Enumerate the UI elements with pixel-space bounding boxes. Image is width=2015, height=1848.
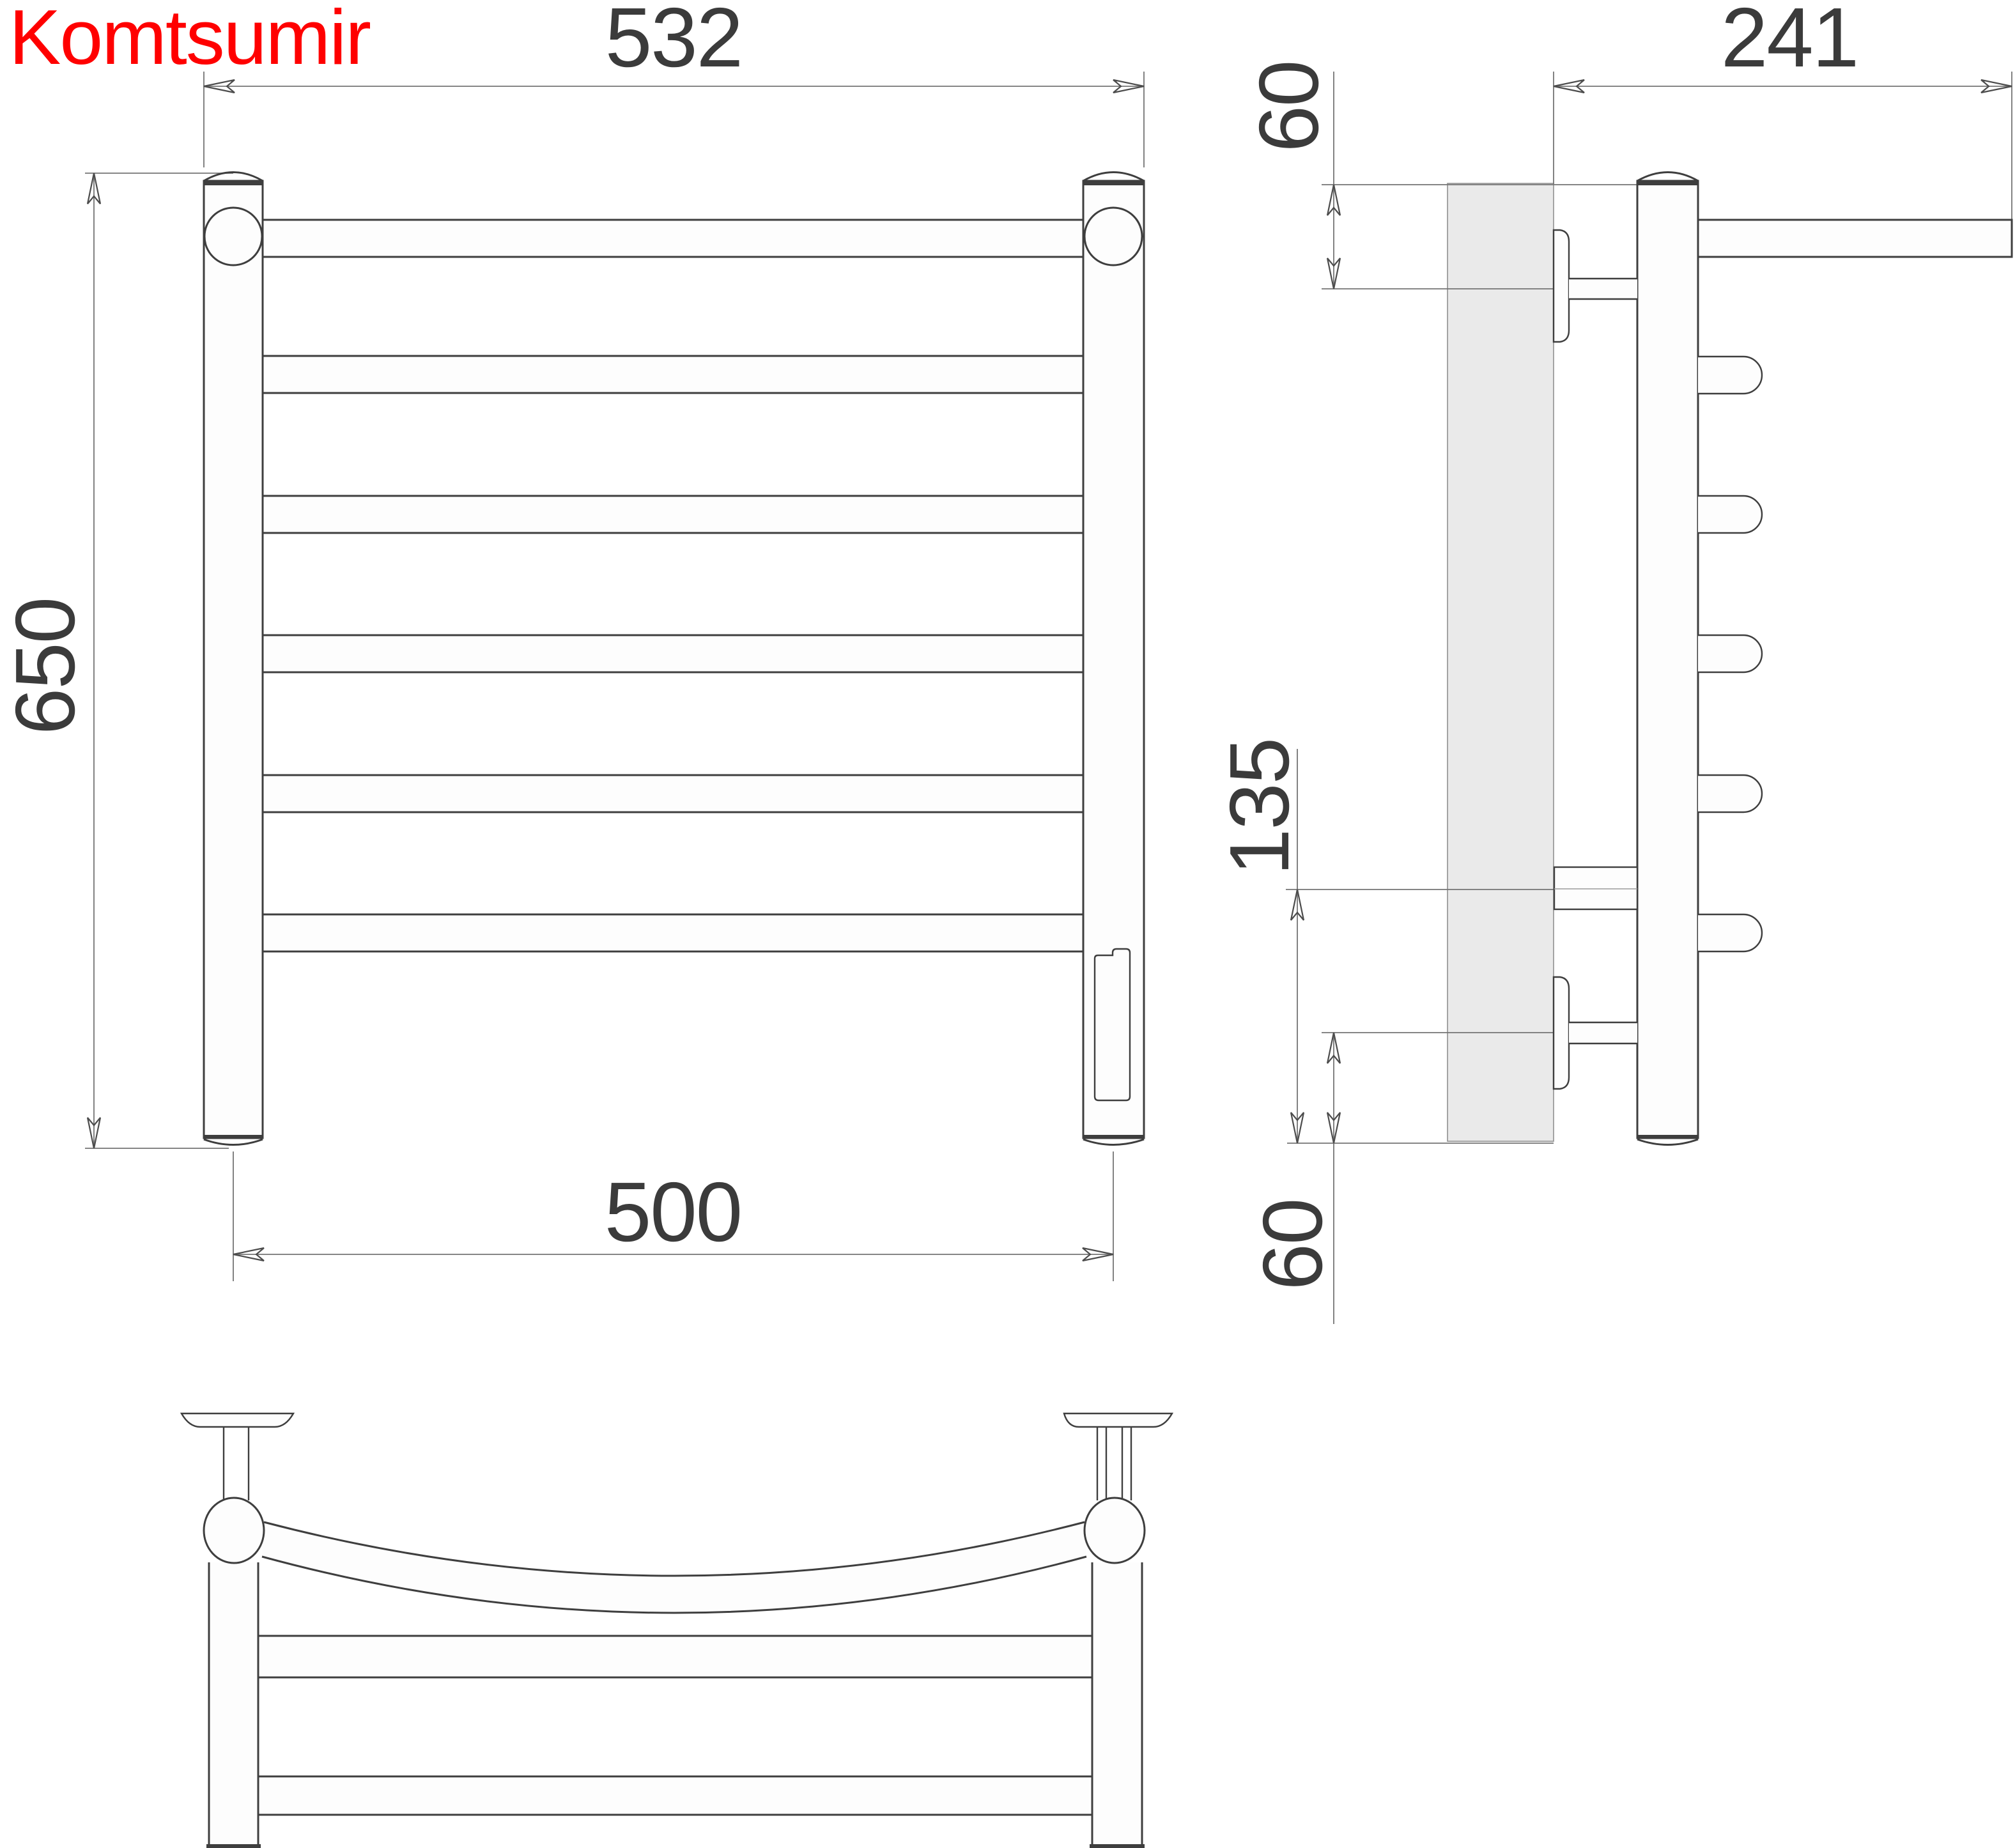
lower-connector [1553,866,1639,911]
side-top-rail [1697,219,2013,258]
rung-6 [261,913,1085,953]
dim-label-241: 241 [1721,0,1858,84]
dim-rail-center-width: 500 [233,1151,1114,1281]
rung-1 [261,219,1085,258]
right-post [1082,171,1145,1146]
rung-4 [261,634,1085,674]
dim-label-650: 650 [0,598,92,735]
plan-post-right [1083,1497,1146,1564]
plan-wall-plates [180,1412,1174,1428]
rung-5 [261,774,1085,813]
top-wall-bracket [1552,229,1637,343]
side-view [1447,183,1554,1142]
left-post [203,171,264,1146]
dim-label-135: 135 [1212,739,1306,875]
side-rung-ends [1698,355,1763,953]
bottom-wall-bracket [1552,976,1637,1090]
rung-2 [261,355,1085,394]
mounting-boss-right [1083,206,1143,266]
plan-view [180,1412,1174,1848]
dim-top-offset: 60 [1242,61,1637,289]
front-view [203,171,1145,1146]
dim-height: 650 [0,173,233,1149]
dim-label-532: 532 [605,0,742,84]
dim-label-60-top: 60 [1242,61,1336,153]
brand-logo: Komtsumir [9,0,370,81]
plan-bracket-stems [222,1428,1132,1500]
control-box [1093,948,1131,1102]
rung-3 [261,495,1085,534]
plan-curved-bar [261,1521,1087,1614]
side-post [1636,171,1699,1146]
wall-strip [1447,183,1554,1142]
side-view-parts [1552,171,2013,1146]
plan-straight-rails [258,1635,1092,1816]
dim-bottom-offset: 60 [1246,1032,1637,1324]
dimension-annotations: 532 650 500 241 60 [0,0,2012,1324]
mounting-boss-left [203,206,263,266]
dim-outer-width: 532 [203,0,1145,167]
dim-label-60-bottom: 60 [1246,1199,1339,1291]
plan-post-left [203,1497,265,1564]
dim-label-500: 500 [605,1165,741,1259]
plan-post-columns [206,1562,1145,1848]
dim-bracket-span: 135 [1212,739,1554,1144]
dim-depth: 241 [1553,0,2012,220]
